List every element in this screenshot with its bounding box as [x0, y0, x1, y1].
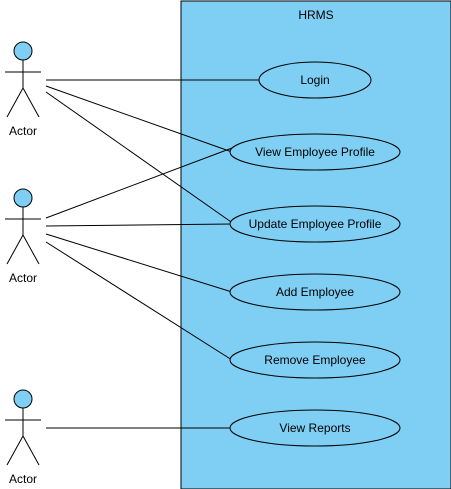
use-case-label: Add Employee [276, 285, 354, 299]
association-actor1-update-profile [45, 91, 235, 225]
use-case-remove-employee[interactable]: Remove Employee [229, 341, 401, 379]
association-actor2-update-profile [45, 223, 233, 227]
association-actor1-view-profile [45, 85, 233, 153]
actor-label: Actor [9, 124, 37, 138]
actor-body-icon [5, 408, 41, 466]
actor-head-icon [13, 389, 33, 409]
use-case-label: View Employee Profile [255, 145, 375, 159]
use-case-label: View Reports [279, 421, 350, 435]
use-case-label: Login [300, 73, 329, 87]
actor-3[interactable]: Actor [5, 389, 41, 486]
use-case-add-employee[interactable]: Add Employee [229, 273, 401, 311]
association-actor2-add-employee [45, 233, 233, 293]
actor-label: Actor [9, 472, 37, 486]
actor-2[interactable]: Actor [5, 188, 41, 285]
use-case-label: Update Employee Profile [249, 217, 382, 231]
actor-head-icon [13, 188, 33, 208]
actor-head-icon [13, 41, 33, 61]
associations [45, 79, 259, 429]
association-actor2-view-profile [45, 147, 233, 219]
use-case-label: Remove Employee [264, 353, 366, 367]
use-case-view-reports[interactable]: View Reports [229, 409, 401, 447]
use-case-update-employee-profile[interactable]: Update Employee Profile [229, 205, 401, 243]
actor-body-icon [5, 207, 41, 265]
system-title: HRMS [298, 8, 333, 22]
use-case-login[interactable]: Login [258, 61, 372, 99]
actor-label: Actor [9, 271, 37, 285]
association-actor2-remove-employee [45, 241, 233, 361]
actor-1[interactable]: Actor [5, 41, 41, 138]
actor-body-icon [5, 60, 41, 118]
use-case-view-employee-profile[interactable]: View Employee Profile [229, 133, 401, 171]
